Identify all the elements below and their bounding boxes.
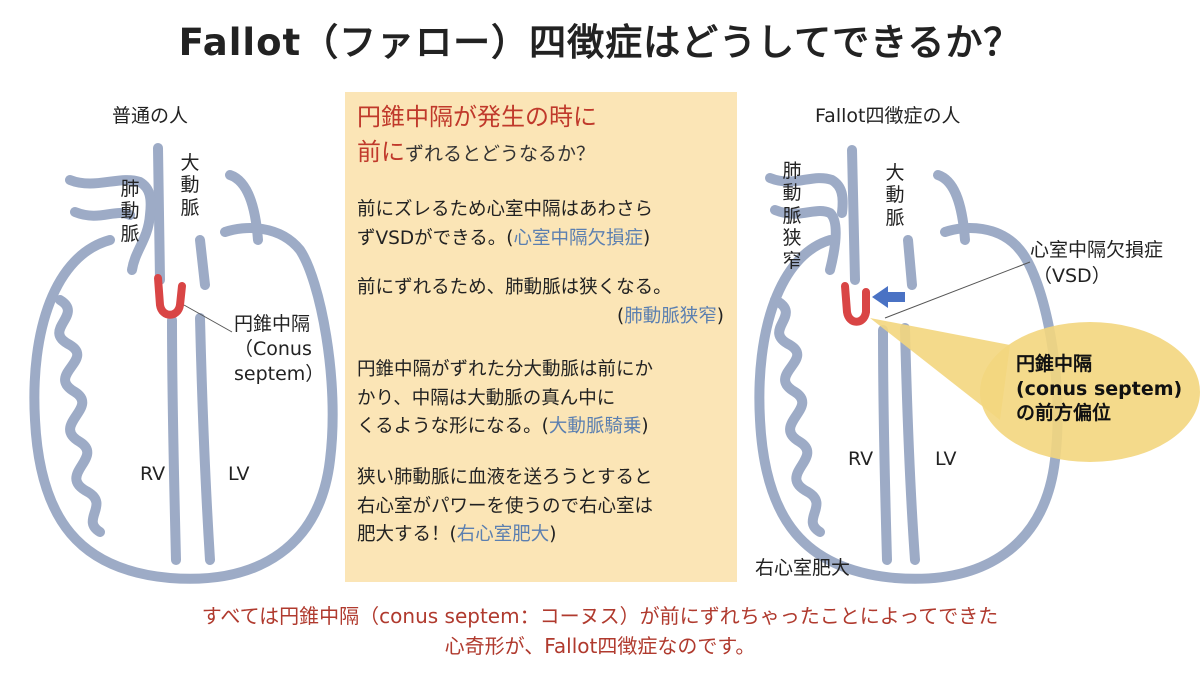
box-heading: 円錐中隔が発生の時に 前にずれるとどうなるか？: [357, 103, 597, 166]
para-overriding-aorta: 円錐中隔がずれた分大動脈は前にか かり、中隔は大動脈の真ん中に くるような形にな…: [357, 359, 654, 438]
fallot-lv-label: LV: [935, 448, 957, 470]
vsd-label-2: （VSD）: [1033, 265, 1111, 287]
para-ps: 前にずれるため、肺動脈は狭くなる。 (肺動脈狭窄): [357, 277, 724, 327]
normal-pulm-branch: [65, 175, 156, 275]
normal-aorta-label: 大動脈: [180, 152, 200, 219]
fallot-rv-label: RV: [848, 448, 874, 470]
normal-septum: [167, 315, 181, 565]
normal-pulmonary-artery: [153, 143, 165, 285]
normal-aorta: [195, 235, 210, 290]
fallot-pulmonary-artery: [847, 145, 860, 285]
normal-conus-label-3: septem）: [234, 363, 325, 385]
summary-line-2: 心奇形が、Fallot四徴症なのです。: [444, 634, 756, 658]
callout-pointer: [870, 318, 1010, 420]
normal-leader-line: [183, 304, 233, 333]
vsd-label-1: 心室中隔欠損症: [1030, 239, 1164, 261]
normal-aorta-arch: [225, 170, 263, 245]
para-rvh: 狭い肺動脈に血液を送ろうとすると 右心室がパワーを使うので右心室は 肥大する！(…: [357, 467, 654, 546]
para-vsd: 前にズレるため心室中隔はあわさら ずVSDができる。(心室中隔欠損症): [357, 199, 654, 249]
page-title: Fallot（ファロー）四徴症はどうしてできるか？: [178, 21, 1022, 64]
fallot-pulm-branch: [765, 173, 848, 218]
normal-conus-label-1: 円錐中隔: [234, 313, 311, 335]
fallot-aorta-label: 大動脈: [885, 162, 905, 229]
shift-arrow-icon: [872, 286, 905, 308]
fallot-pulm-branch-2: [770, 205, 841, 275]
summary-line-1: すべては円錐中隔（conus septem：コーヌス）が前にずれちゃったことによ…: [201, 604, 999, 628]
normal-heart-wall: [54, 295, 105, 537]
fallot-septum-2: [900, 323, 920, 565]
normal-septum-2: [195, 313, 215, 565]
fallot-aorta-arch: [933, 170, 970, 245]
normal-conus-label-2: （Conus: [234, 338, 312, 360]
fallot-heart-outer: [754, 223, 1063, 584]
fallot-conus-septum: [841, 282, 870, 326]
fallot-septum: [878, 325, 892, 565]
callout-text: 円錐中隔 (conus septem) の前方偏位: [1016, 353, 1183, 425]
callout-bubble: [980, 322, 1200, 462]
normal-conus-septum: [154, 274, 186, 319]
fallot-heading: Fallot四徴症の人: [815, 105, 961, 127]
normal-lv-label: LV: [228, 463, 250, 485]
normal-rv-label: RV: [140, 463, 166, 485]
fallot-aorta: [903, 235, 917, 290]
normal-pulm-branch-2: [70, 207, 135, 221]
normal-heart-outer: [29, 223, 338, 584]
fallot-heart-wall: [770, 295, 825, 537]
rvh-label: 右心室肥大: [755, 557, 851, 579]
fallot-pulm-label: 肺動脈狭窄: [782, 160, 802, 272]
explanation-box: 円錐中隔が発生の時に 前にずれるとどうなるか？ 前にズレるため心室中隔はあわさら…: [345, 92, 737, 582]
normal-pulm-label: 肺動脈: [120, 178, 140, 245]
normal-heading: 普通の人: [112, 105, 189, 127]
vsd-leader-line: [884, 261, 1031, 319]
